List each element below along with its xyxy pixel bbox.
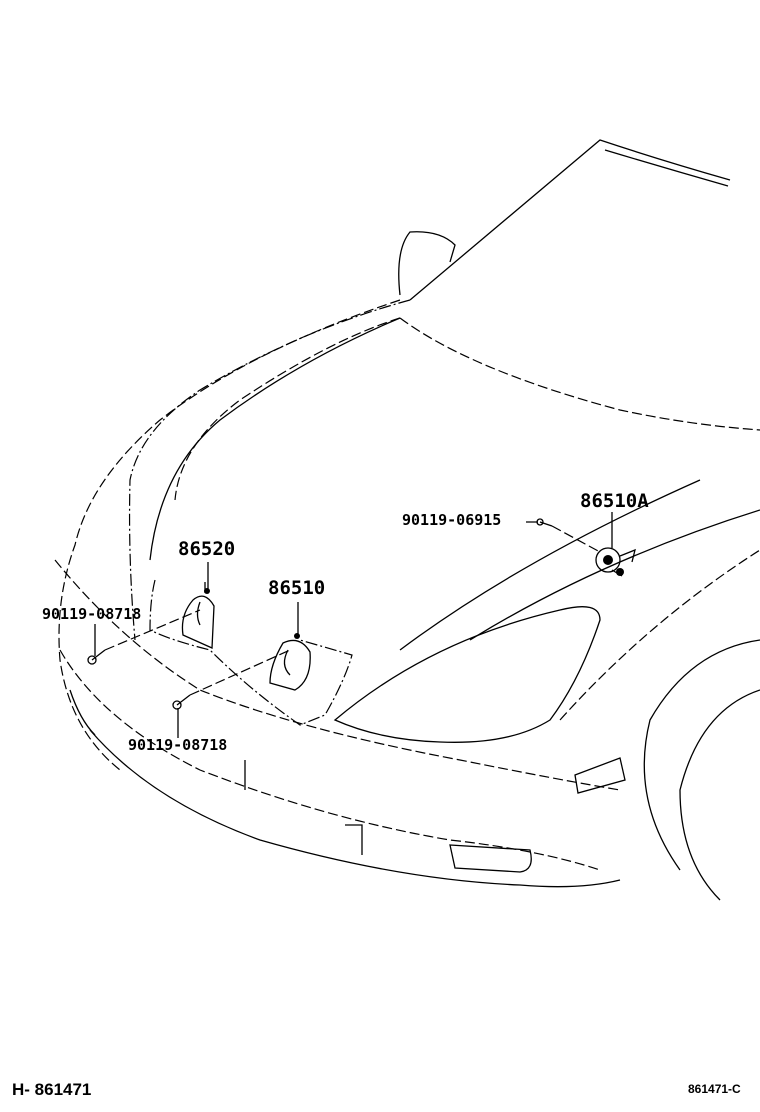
- leader-lines: [94, 512, 613, 738]
- part-label-bolt-left[interactable]: 90119-08718: [42, 605, 142, 623]
- headlight: [333, 606, 601, 743]
- side-marker: [574, 757, 626, 794]
- front-grille-top: [54, 559, 621, 791]
- bumper-lower: [89, 729, 621, 888]
- part-label-bolt-right[interactable]: 90119-06915: [402, 511, 502, 529]
- illustration-code: 861471-C: [688, 1082, 741, 1096]
- bolt-bottom-shape: [172, 694, 191, 710]
- part-label-86510A[interactable]: 86510A: [580, 490, 649, 512]
- wheel-arch: [643, 639, 760, 901]
- bolt-left-shape: [87, 649, 106, 665]
- part-label-bolt-bottom[interactable]: 90119-08718: [128, 736, 228, 754]
- bumper-line: [59, 649, 601, 871]
- hood-center-line: [399, 317, 760, 431]
- part-label-86510[interactable]: 86510: [268, 577, 326, 599]
- horn-86510: [269, 633, 311, 691]
- horn-bracket-plate: [149, 579, 353, 726]
- horn-86510A: [595, 547, 636, 577]
- hood-right-dash: [559, 549, 760, 721]
- bumper-intake: [69, 689, 363, 855]
- hood-right-panel: [399, 479, 760, 651]
- assembly-lines: [104, 525, 601, 696]
- fog-light: [449, 844, 532, 873]
- part-label-86520[interactable]: 86520: [178, 538, 236, 560]
- bolt-right-shape: [536, 518, 553, 527]
- fender-left: [58, 299, 401, 771]
- hood-fold-2: [174, 317, 401, 501]
- figure-code: H- 861471: [12, 1080, 92, 1099]
- hood-left-edge: [128, 299, 411, 641]
- side-mirror: [398, 231, 456, 296]
- windshield-edge: [409, 139, 731, 301]
- roof-line: [604, 149, 729, 187]
- hood-fold: [149, 317, 401, 561]
